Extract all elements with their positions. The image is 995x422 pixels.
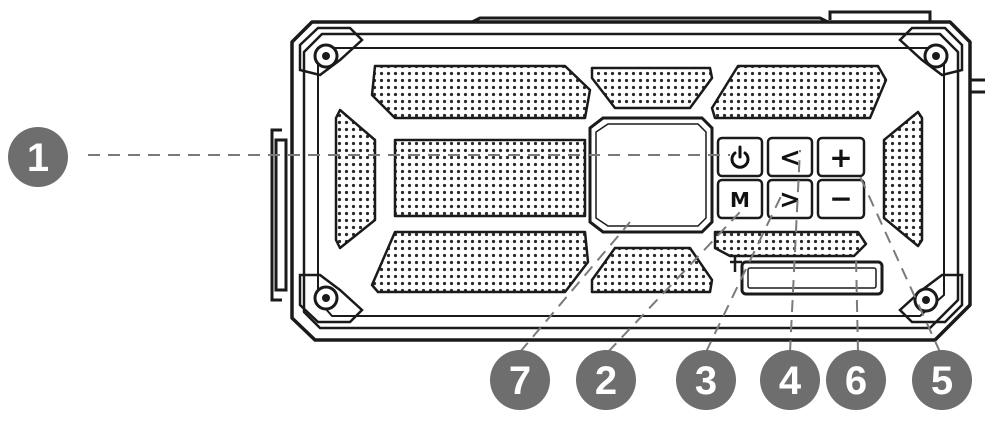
- callout-5: 5: [912, 350, 972, 410]
- leader-6: [855, 257, 859, 353]
- callout-2: 2: [576, 350, 636, 410]
- leader-3: [705, 189, 785, 353]
- grille-left: [334, 108, 377, 250]
- screw-top-right: [923, 43, 949, 69]
- power-button[interactable]: [716, 136, 764, 178]
- leader-4: [789, 149, 801, 353]
- screw-top-left: [313, 43, 339, 69]
- callout-6-label: 6: [845, 359, 867, 403]
- leader-lines: [88, 149, 941, 353]
- corner-screws: [313, 43, 949, 313]
- display-window: [588, 116, 714, 234]
- grille-bottom-center: [590, 246, 714, 294]
- callouts: 1 7 2 3 4 6 5: [8, 127, 972, 410]
- next-button[interactable]: >: [766, 178, 814, 220]
- volume-down-button[interactable]: −: [816, 178, 866, 220]
- callout-1: 1: [8, 127, 68, 187]
- callout-7-label: 7: [509, 359, 531, 403]
- grille-top-left: [370, 64, 592, 120]
- grille-top-center: [590, 66, 714, 110]
- callout-3-label: 3: [695, 359, 717, 403]
- power-icon: [730, 145, 750, 169]
- volume-up-button[interactable]: +: [816, 136, 866, 178]
- grille-bottom-right: [713, 230, 868, 258]
- callout-4-label: 4: [779, 359, 802, 403]
- volume-up-label: +: [829, 141, 852, 174]
- next-button-label: >: [779, 185, 801, 215]
- side-handle: [270, 128, 288, 302]
- grille-right: [882, 110, 924, 248]
- callout-1-label: 1: [27, 136, 49, 180]
- leader-2: [607, 211, 741, 353]
- callout-7: 7: [490, 350, 550, 410]
- mode-button[interactable]: M: [716, 178, 764, 220]
- grille-center-left: [393, 138, 587, 218]
- charge-port: [730, 256, 884, 296]
- callout-3: 3: [676, 350, 736, 410]
- volume-down-label: −: [829, 182, 852, 215]
- leader-5: [857, 171, 941, 353]
- leader-7: [519, 221, 631, 353]
- grille-bottom-left: [370, 230, 590, 294]
- callout-2-label: 2: [595, 359, 617, 403]
- callout-5-label: 5: [931, 359, 953, 403]
- mode-button-label: M: [730, 188, 750, 212]
- corner-bumpers: [298, 26, 964, 324]
- screw-bottom-left: [313, 285, 339, 311]
- control-panel: < + M > −: [716, 136, 866, 220]
- grille-top-right: [710, 64, 888, 120]
- screw-bottom-right: [913, 287, 939, 313]
- callout-4: 4: [760, 350, 820, 410]
- prev-button[interactable]: <: [766, 136, 814, 178]
- callout-6: 6: [826, 350, 886, 410]
- speaker-grilles: [334, 64, 924, 294]
- prev-button-label: <: [779, 143, 801, 173]
